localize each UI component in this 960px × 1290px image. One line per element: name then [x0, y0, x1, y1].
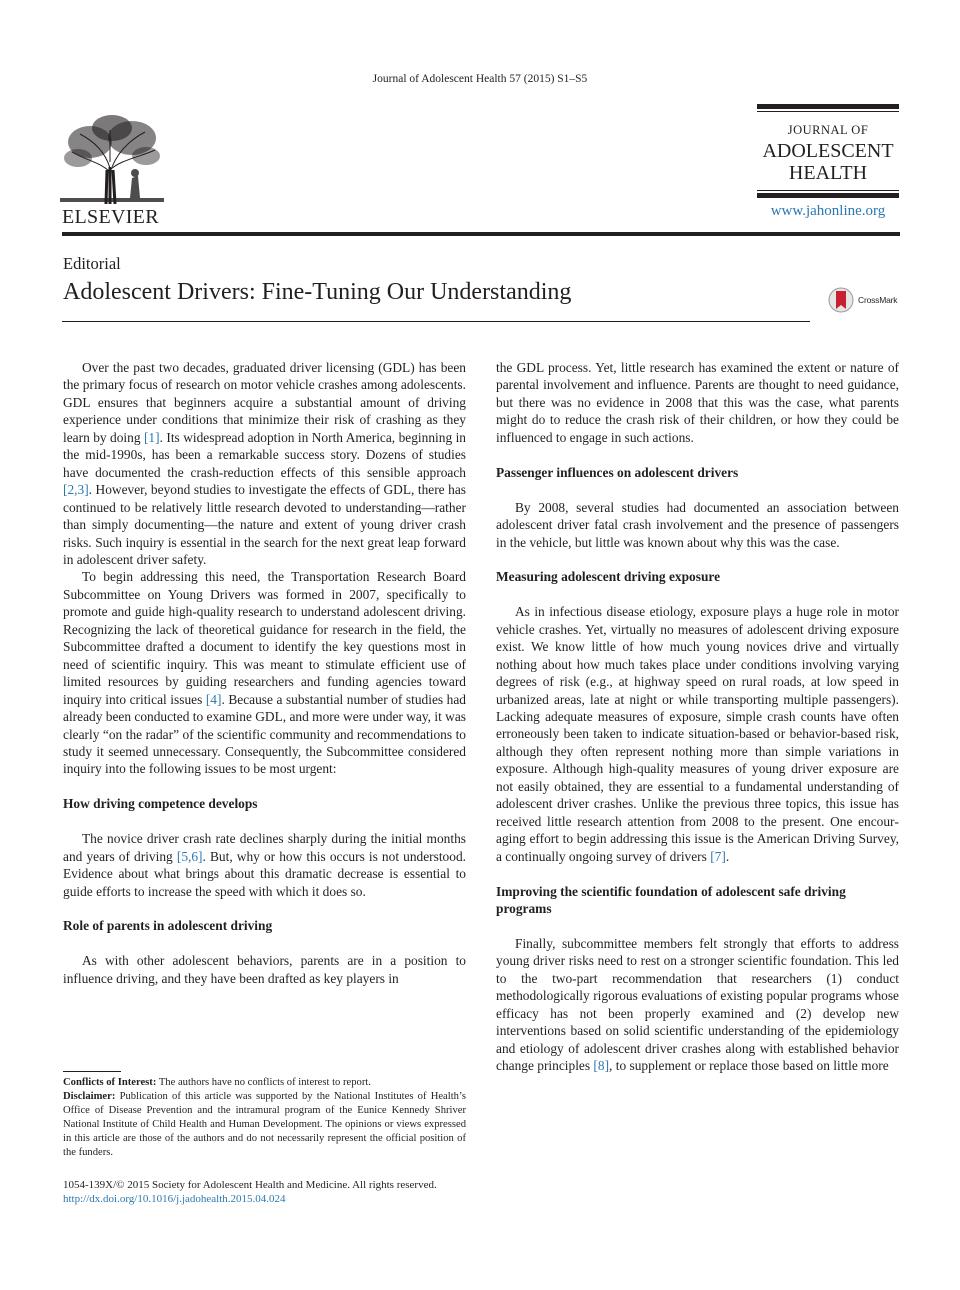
- title-divider: [62, 321, 810, 322]
- article-title: Adolescent Drivers: Fine-Tuning Our Unde…: [63, 279, 572, 305]
- section-heading: How driving competence develops: [63, 796, 258, 812]
- copyright-block: 1054-139X/© 2015 Society for Adolescent …: [63, 1178, 437, 1206]
- crossmark-button[interactable]: CrossMark: [828, 287, 902, 313]
- body-column-left: Over the past two decades, graduated dri…: [63, 359, 466, 987]
- paragraph: As with other adolescent behaviors, pare…: [63, 953, 466, 986]
- paragraph: To begin addressing this need, the Trans…: [63, 569, 466, 777]
- journal-logo: JOURNAL OF ADOLESCENT HEALTH: [757, 104, 899, 198]
- journal-logo-line1: JOURNAL OF: [787, 123, 869, 137]
- section-heading: Measuring adolescent driving exposure: [496, 569, 721, 585]
- citation-link[interactable]: [4]: [205, 691, 222, 707]
- section-heading: Improving the scientific foundation of a…: [496, 883, 846, 916]
- paragraph: the GDL process. Yet, little research ha…: [496, 360, 899, 445]
- publisher-name: ELSEVIER: [62, 206, 159, 228]
- journal-logo-line2: ADOLESCENT: [762, 140, 894, 162]
- paragraph: As in infectious disease etiology, expos…: [496, 604, 899, 864]
- section-heading: Passenger influences on adolescent drive…: [496, 464, 739, 480]
- body-column-right: the GDL process. Yet, little research ha…: [496, 359, 899, 1074]
- section-heading: Role of parents in adolescent driving: [63, 918, 273, 934]
- citation-link[interactable]: [5,6]: [176, 848, 203, 864]
- paragraph: By 2008, several studies had documented …: [496, 499, 899, 550]
- journal-logo-line3: HEALTH: [788, 162, 868, 184]
- citation-link[interactable]: [1]: [143, 429, 160, 445]
- article-type: Editorial: [63, 254, 121, 273]
- disclaimer-footnote: Disclaimer: Publication of this article …: [63, 1091, 466, 1158]
- paragraph: Over the past two decades, graduated dri…: [63, 360, 466, 567]
- citation-link[interactable]: [7]: [710, 848, 726, 864]
- copyright-line: 1054-139X/© 2015 Society for Adolescent …: [63, 1179, 437, 1191]
- citation-link[interactable]: [2,3]: [63, 482, 89, 498]
- journal-citation: Journal of Adolescent Health 57 (2015) S…: [372, 73, 588, 85]
- citation-link[interactable]: [8]: [593, 1058, 610, 1074]
- footnote-divider: [63, 1071, 121, 1072]
- paragraph: Finally, subcommittee members felt stron…: [496, 935, 899, 1074]
- paragraph: The novice driver crash rate declines sh…: [63, 831, 466, 899]
- journal-url-link[interactable]: www.jahonline.org: [770, 203, 886, 219]
- crossmark-label: CrossMark: [858, 295, 898, 305]
- footnotes: Conflicts of Interest: The authors have …: [63, 1076, 466, 1160]
- doi-link[interactable]: http://dx.doi.org/10.1016/j.jadohealth.2…: [63, 1193, 286, 1205]
- elsevier-tree-logo: [60, 112, 164, 204]
- crossmark-icon: [828, 287, 854, 313]
- conflicts-footnote: Conflicts of Interest: The authors have …: [63, 1077, 371, 1088]
- header-divider: [62, 232, 900, 236]
